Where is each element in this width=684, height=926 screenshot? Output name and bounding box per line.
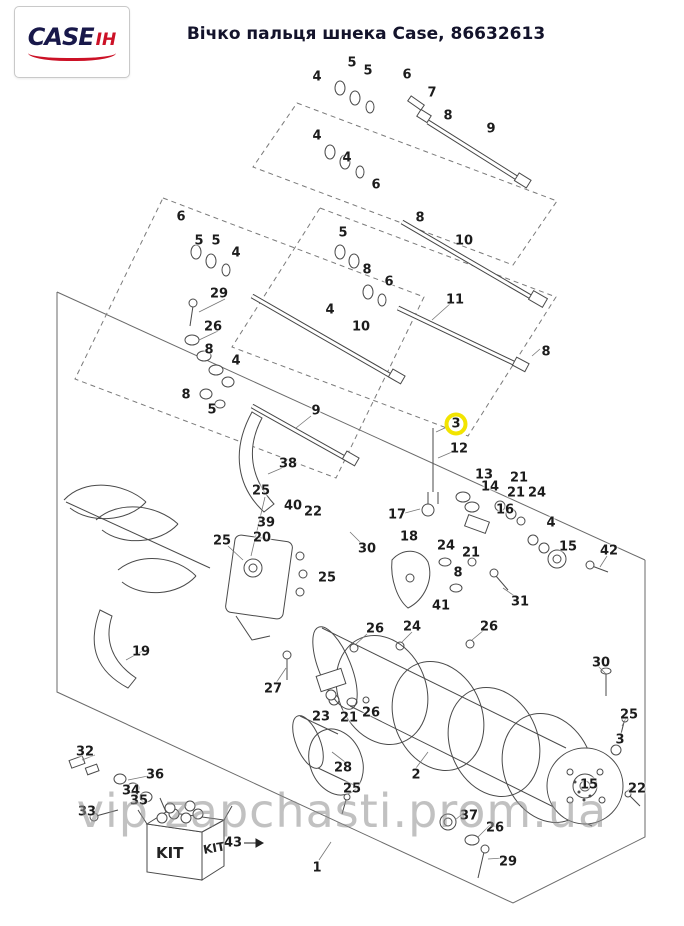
tine-guards bbox=[93, 411, 275, 689]
end-plate bbox=[546, 747, 624, 825]
right-hardware bbox=[600, 667, 641, 807]
logo-brand-text: CASE bbox=[27, 23, 95, 51]
kit-label-front: KIT bbox=[156, 844, 184, 862]
left-hardware bbox=[68, 755, 153, 822]
kit-box: KIT KIT bbox=[137, 797, 233, 881]
brand-logo: CASE IH bbox=[14, 6, 130, 78]
kit-arrow bbox=[244, 838, 265, 848]
fasteners bbox=[184, 80, 509, 815]
small-auger-tube bbox=[292, 715, 364, 796]
support-plate bbox=[391, 550, 431, 609]
drive-housing bbox=[225, 534, 308, 680]
bottom-hardware bbox=[439, 813, 490, 879]
auger-flighting-left bbox=[63, 484, 211, 594]
main-auger-drum bbox=[312, 626, 595, 827]
outer-boundary bbox=[56, 291, 646, 904]
leader-lines bbox=[81, 298, 634, 861]
page-title: Вічко пальця шнека Case, 86632613 bbox=[186, 24, 546, 44]
logo-text-row: CASE IH bbox=[28, 23, 116, 51]
tine-tubes bbox=[250, 108, 549, 467]
finger-assembly bbox=[421, 428, 609, 573]
logo-mark-text: IH bbox=[95, 30, 117, 50]
logo-swoosh bbox=[28, 53, 116, 61]
paddle bbox=[315, 667, 347, 701]
kit-label-side: KIT bbox=[202, 839, 227, 857]
